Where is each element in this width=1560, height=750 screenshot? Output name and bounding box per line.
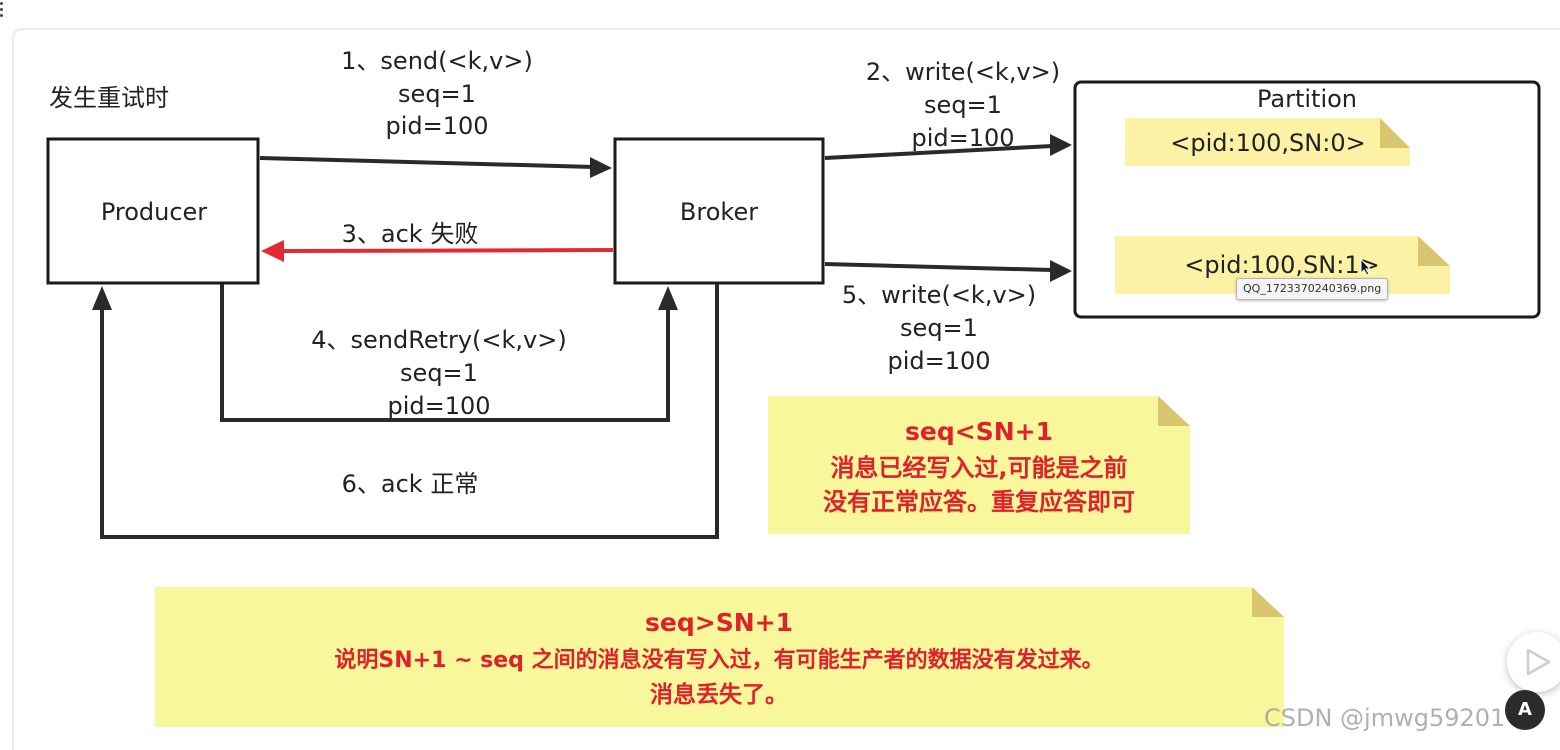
producer-label: Producer (101, 198, 207, 226)
write-arrow (824, 134, 1072, 160)
send-retry-arrow (220, 284, 678, 422)
window-dot (0, 2, 3, 5)
partition-label: Partition (1257, 85, 1357, 113)
svg-text:seq=1: seq=1 (398, 80, 476, 108)
svg-text:seq=1: seq=1 (400, 359, 478, 387)
send-retry-edge-label: 4、sendRetry(<k,v>) seq=1 pid=100 (311, 326, 567, 420)
svg-text:5、write(<k,v>): 5、write(<k,v>) (842, 281, 1036, 309)
duplicate-note-line: 消息已经写入过,可能是之前 (830, 454, 1127, 482)
svg-text:2、write(<k,v>): 2、write(<k,v>) (866, 58, 1060, 86)
duplicate-note: seq<SN+1 消息已经写入过,可能是之前 没有正常应答。重复应答即可 (768, 396, 1190, 534)
svg-text:4、sendRetry(<k,v>): 4、sendRetry(<k,v>) (311, 326, 567, 354)
partition-entry-text: <pid:100,SN:1> (1184, 251, 1379, 279)
loss-note-line: 消息丢失了。 (650, 681, 788, 708)
producer-box (46, 137, 260, 285)
svg-text:1、send(<k,v>): 1、send(<k,v>) (341, 47, 533, 75)
write-edge-label: 2、write(<k,v>) seq=1 pid=100 (866, 58, 1060, 152)
ack-ok-label: 6、ack 正常 (342, 470, 479, 498)
assistant-button-label: A (1518, 699, 1532, 720)
svg-text:pid=100: pid=100 (887, 347, 990, 375)
send-edge-label: 1、send(<k,v>) seq=1 pid=100 (341, 47, 533, 140)
play-button[interactable] (1507, 632, 1560, 692)
svg-text:pid=100: pid=100 (911, 124, 1014, 152)
partition-entry-text: <pid:100,SN:0> (1170, 129, 1365, 157)
write-retry-edge-label: 5、write(<k,v>) seq=1 pid=100 (842, 281, 1036, 375)
ack-fail-arrow (261, 240, 614, 262)
svg-text:pid=100: pid=100 (385, 112, 488, 140)
ack-fail-label: 3、ack 失败 (342, 220, 479, 248)
broker-box (613, 137, 825, 285)
window-dot (0, 8, 3, 11)
broker-label: Broker (680, 198, 758, 226)
svg-text:pid=100: pid=100 (387, 392, 490, 420)
loss-note-line: 说明SN+1 ~ seq 之间的消息没有写入过，有可能生产者的数据没有发过来。 (334, 647, 1103, 673)
file-tooltip: QQ_1723370240369.png (1236, 278, 1389, 300)
play-icon (1526, 648, 1551, 676)
assistant-button[interactable]: A (1505, 690, 1545, 730)
send-arrow (259, 156, 612, 178)
mouse-cursor-icon (1360, 258, 1372, 276)
duplicate-note-line: 没有正常应答。重复应答即可 (823, 488, 1135, 516)
write-retry-arrow (824, 260, 1072, 282)
duplicate-note-title: seq<SN+1 (905, 417, 1053, 446)
svg-text:seq=1: seq=1 (924, 91, 1002, 119)
loss-note-title: seq>SN+1 (645, 608, 793, 637)
partition-entry: <pid:100,SN:0> (1125, 118, 1410, 166)
scenario-title: 发生重试时 (49, 84, 169, 112)
svg-text:seq=1: seq=1 (900, 314, 978, 342)
window-dot (0, 14, 3, 17)
loss-note: seq>SN+1 说明SN+1 ~ seq 之间的消息没有写入过，有可能生产者的… (155, 587, 1284, 727)
watermark: CSDN @jmwg59201 (1264, 704, 1506, 732)
ack-ok-arrow (92, 284, 719, 539)
